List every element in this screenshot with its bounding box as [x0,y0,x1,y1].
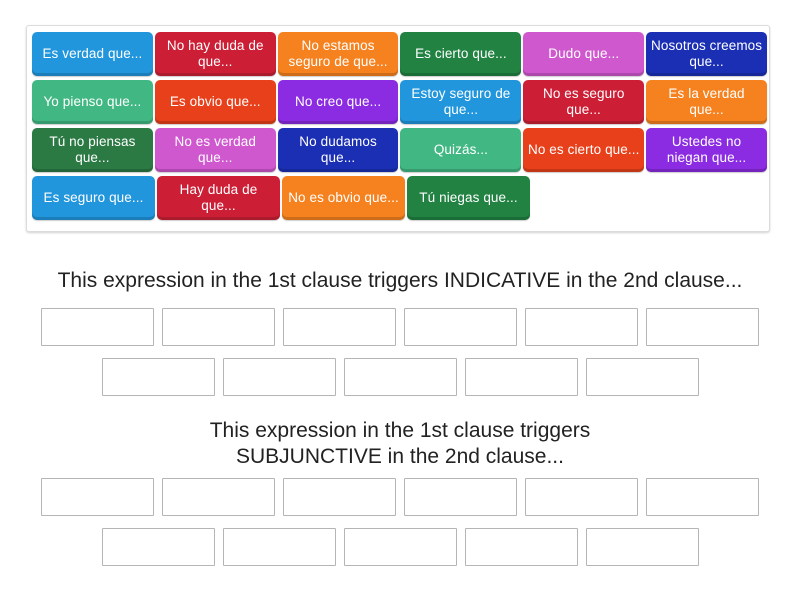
dropzone-group-indicative [0,308,800,408]
prompt-indicative: This expression in the 1st clause trigge… [57,269,743,292]
drop-slot[interactable] [222,528,336,566]
drop-slot[interactable] [41,308,154,346]
drop-slot[interactable] [222,358,336,396]
drop-slot[interactable] [343,528,457,566]
drop-slot[interactable] [343,358,457,396]
prompt-subjunctive: This expression in the 1st clause trigge… [209,419,591,468]
draggable-tile[interactable]: Es cierto que... [400,32,522,76]
draggable-tile[interactable]: Es la verdad que... [646,80,767,124]
draggable-tile[interactable]: Quizás... [400,128,522,172]
tile-row: Es seguro que...Hay duda de que...No es … [32,176,769,220]
draggable-tile[interactable]: No es verdad que... [154,128,276,172]
draggable-tile[interactable]: Es verdad que... [32,32,153,76]
draggable-tile[interactable]: Ustedes no niegan que... [646,128,767,172]
draggable-tile[interactable]: No hay duda de que... [154,32,276,76]
draggable-tile[interactable]: No es cierto que... [523,128,645,172]
drop-slot[interactable] [101,358,215,396]
draggable-tile[interactable]: Dudo que... [523,32,645,76]
draggable-tile[interactable]: No estamos seguro de que... [277,32,399,76]
drop-slot[interactable] [162,308,275,346]
drop-slot[interactable] [404,308,517,346]
draggable-tile[interactable]: No creo que... [277,80,399,124]
dropzone-row [0,478,800,516]
draggable-tile[interactable]: Hay duda de que... [157,176,280,220]
drop-slot[interactable] [525,478,638,516]
drop-slot[interactable] [41,478,154,516]
drop-slot[interactable] [464,528,578,566]
dropzone-group-subjunctive [0,478,800,578]
draggable-tile[interactable]: Es seguro que... [32,176,155,220]
drop-slot[interactable] [464,358,578,396]
draggable-tile[interactable]: Estoy seguro de que... [400,80,522,124]
draggable-tile[interactable]: Yo pienso que... [32,80,153,124]
drop-slot[interactable] [646,478,759,516]
dropzone-row [0,358,800,396]
draggable-tile[interactable]: Tú niegas que... [407,176,530,220]
drop-slot[interactable] [585,528,699,566]
dropzone-row [0,308,800,346]
drop-slot[interactable] [283,308,396,346]
tile-row: Yo pienso que...Es obvio que...No creo q… [32,80,769,124]
dropzone-row [0,528,800,566]
tile-row: Es verdad que...No hay duda de que...No … [32,32,769,76]
drop-slot[interactable] [162,478,275,516]
drop-slot[interactable] [283,478,396,516]
draggable-tile[interactable]: Es obvio que... [154,80,276,124]
draggable-tile[interactable]: Tú no piensas que... [32,128,153,172]
draggable-tile[interactable]: No es seguro que... [523,80,645,124]
word-tile-bank: Es verdad que...No hay duda de que...No … [26,25,770,232]
tile-row: Tú no piensas que...No es verdad que...N… [32,128,769,172]
drop-slot[interactable] [525,308,638,346]
drop-slot[interactable] [646,308,759,346]
drop-slot[interactable] [404,478,517,516]
draggable-tile[interactable]: Nosotros creemos que... [646,32,767,76]
draggable-tile[interactable]: No es obvio que... [282,176,405,220]
drop-slot[interactable] [101,528,215,566]
drop-slot[interactable] [585,358,699,396]
draggable-tile[interactable]: No dudamos que... [277,128,399,172]
